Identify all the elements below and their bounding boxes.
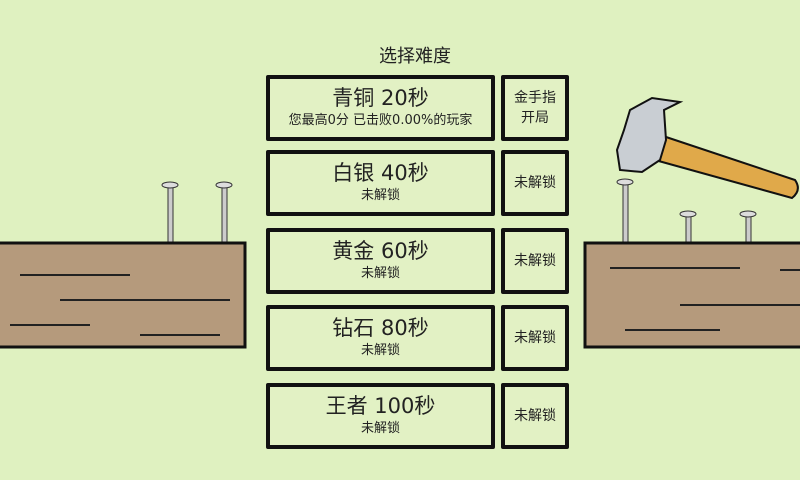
level-name: 青铜 20秒 bbox=[332, 86, 429, 110]
level-row-diamond: 钻石 80秒未解锁 未解锁 bbox=[266, 305, 569, 371]
level-status: 您最高0分 已击败0.00%的玩家 bbox=[288, 113, 473, 128]
level-row-silver: 白银 40秒未解锁 未解锁 bbox=[266, 150, 569, 216]
locked-side-button[interactable]: 未解锁 bbox=[501, 150, 569, 216]
level-button-silver[interactable]: 白银 40秒未解锁 bbox=[266, 150, 495, 216]
level-name: 王者 100秒 bbox=[325, 394, 436, 418]
right-wood-board-with-hammer bbox=[583, 96, 800, 349]
left-wood-board bbox=[0, 181, 247, 349]
level-row-bronze: 青铜 20秒您最高0分 已击败0.00%的玩家 金手指 开局 bbox=[266, 75, 569, 141]
level-name: 白银 40秒 bbox=[332, 161, 429, 185]
level-button-king[interactable]: 王者 100秒未解锁 bbox=[266, 383, 495, 449]
locked-side-button[interactable]: 未解锁 bbox=[501, 228, 569, 294]
level-status: 未解锁 bbox=[360, 266, 400, 281]
level-name: 钻石 80秒 bbox=[332, 316, 429, 340]
level-status: 未解锁 bbox=[360, 188, 400, 203]
nail-icon bbox=[616, 178, 634, 245]
level-button-gold[interactable]: 黄金 60秒未解锁 bbox=[266, 228, 495, 294]
level-button-bronze[interactable]: 青铜 20秒您最高0分 已击败0.00%的玩家 bbox=[266, 75, 495, 141]
level-button-diamond[interactable]: 钻石 80秒未解锁 bbox=[266, 305, 495, 371]
hammer-icon bbox=[615, 96, 799, 200]
nail-icon bbox=[679, 210, 697, 245]
cheat-start-button[interactable]: 金手指 开局 bbox=[501, 75, 569, 141]
level-name: 黄金 60秒 bbox=[332, 239, 429, 263]
level-row-king: 王者 100秒未解锁 未解锁 bbox=[266, 383, 569, 449]
nail-icon bbox=[739, 210, 757, 245]
level-status: 未解锁 bbox=[360, 343, 400, 358]
nail-icon bbox=[215, 181, 233, 246]
locked-side-button[interactable]: 未解锁 bbox=[501, 305, 569, 371]
level-row-gold: 黄金 60秒未解锁 未解锁 bbox=[266, 228, 569, 294]
locked-side-button[interactable]: 未解锁 bbox=[501, 383, 569, 449]
nail-icon bbox=[161, 181, 179, 246]
page-title: 选择难度 bbox=[379, 46, 451, 67]
level-status: 未解锁 bbox=[360, 421, 400, 436]
